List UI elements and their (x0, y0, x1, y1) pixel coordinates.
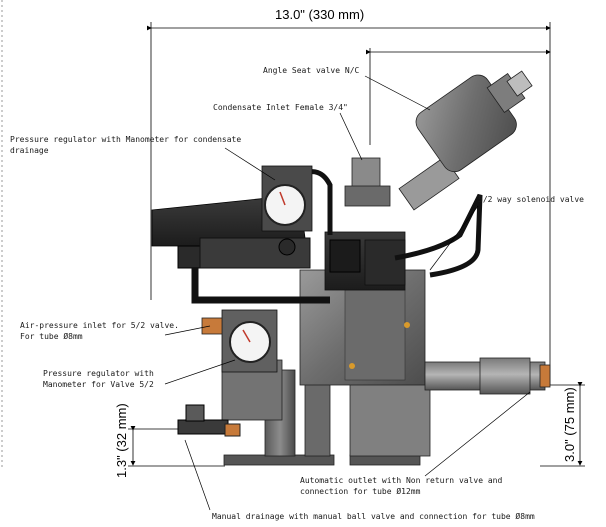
label-air-inlet-line1: Air-pressure inlet for 5/2 valve. (20, 321, 179, 330)
height-left-dimension-label: 1.3" (32 mm) (114, 403, 129, 478)
base-plate (223, 454, 335, 466)
base-plate-right (349, 454, 421, 466)
label-condensate-inlet: Condensate Inlet Female 3/4" (213, 103, 348, 112)
label-pressure-reg-condensate-line2: drainage (10, 146, 49, 155)
indicator-light (349, 363, 355, 369)
manometer-lower-needle (242, 329, 251, 343)
air-hose (191, 268, 330, 304)
label-auto-outlet-line2: connection for tube Ø12mm (300, 486, 421, 496)
condensate-inlet-fitting (351, 157, 381, 189)
label-manual-drain: Manual drainage with manual ball valve a… (212, 511, 535, 521)
main-body-face (344, 289, 406, 381)
label-angle-seat-valve: Angle Seat valve N/C (263, 66, 360, 75)
leader-lines (164, 75, 531, 511)
label-air-inlet-line2: For tube Ø8mm (20, 331, 83, 341)
angle-seat-valve (398, 70, 533, 211)
dimension-height-left (128, 426, 225, 467)
label-auto-outlet-line1: Automatic outlet with Non return valve a… (300, 476, 502, 485)
solenoid-coil (364, 239, 406, 286)
signal-hose (394, 193, 483, 278)
label-solenoid-valve: 5/2 way solenoid valve (478, 195, 584, 204)
lower-frame-right (349, 379, 431, 457)
width-dimension-label: 13.0" (330 mm) (275, 7, 364, 22)
height-right-dimension-label: 3.0" (75 mm) (562, 387, 577, 462)
outlet-nut (479, 357, 531, 395)
label-pressure-reg-condensate-line1: Pressure regulator with Manometer for co… (10, 135, 241, 144)
indicator-light-2 (404, 322, 410, 328)
regulator-upper-knob (278, 238, 296, 256)
drain-unit-assembly (151, 70, 551, 466)
manometer-upper-needle (279, 191, 286, 206)
dimension-top-step (366, 48, 551, 145)
label-pressure-reg-valve-line1: Pressure regulator with (43, 369, 154, 378)
air-inlet-fitting (201, 317, 223, 335)
dimension-width (147, 22, 551, 385)
solenoid-connector (329, 239, 361, 273)
label-pressure-reg-valve-line2: Manometer for Valve 5/2 (43, 380, 154, 389)
outlet-tip (539, 364, 551, 388)
inlet-collar (344, 185, 391, 207)
ball-valve-stem (177, 419, 229, 435)
ball-valve-handle (185, 404, 205, 422)
ball-valve-fitting (224, 423, 241, 437)
